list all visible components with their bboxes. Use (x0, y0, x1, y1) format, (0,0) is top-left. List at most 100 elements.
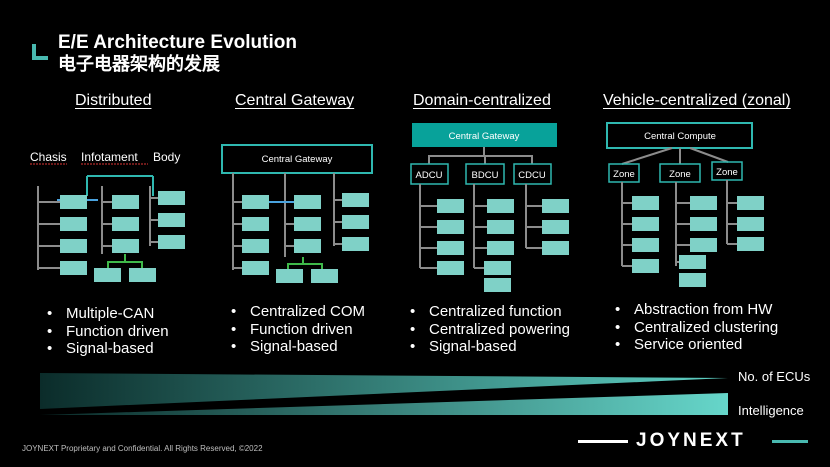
ecu-box (437, 241, 464, 255)
ecu-box (437, 220, 464, 234)
bullet-item: Function driven (228, 321, 365, 339)
joynext-logo: JOYNEXT (636, 430, 746, 451)
ecu-box (679, 273, 706, 287)
ecu-box (112, 239, 139, 253)
column-heading-vehicle-centralized: Vehicle-centralized (zonal) (603, 92, 791, 109)
ecu-box (632, 238, 659, 252)
ecu-box (690, 217, 717, 231)
ecu-box (342, 237, 369, 251)
domain-centralized-diagram: Central Gateway ADCU BDCU CDCU (410, 123, 569, 292)
bus-label-infotament: Infotament (81, 150, 138, 164)
bullet-item: Multiple-CAN (44, 305, 169, 323)
zone-label-2: Zone (669, 169, 691, 180)
sub-bus-line (287, 257, 304, 269)
domain-gateway-label: Central Gateway (449, 131, 520, 142)
domain-gateway-box (412, 123, 557, 147)
ecu-box (294, 195, 321, 209)
cdcu-label: CDCU (518, 170, 546, 181)
ecu-box (484, 278, 511, 292)
ecu-box (437, 261, 464, 275)
ecu-box (342, 193, 369, 207)
bus-label-chasis: Chasis (30, 150, 67, 164)
ecu-box (542, 241, 569, 255)
ecu-box (242, 195, 269, 209)
ecu-box (112, 217, 139, 231)
sub-bus-line (107, 254, 126, 268)
logo-left-rule (578, 440, 628, 443)
ecu-box (542, 199, 569, 213)
bullet-item: Centralized function (407, 303, 570, 321)
column-heading-central-gateway: Central Gateway (235, 92, 355, 109)
ecu-box (112, 195, 139, 209)
sub-bus-line (125, 261, 143, 268)
central-gateway-label: Central Gateway (262, 154, 333, 165)
logo-right-rule (772, 440, 808, 443)
ecu-box (632, 259, 659, 273)
adcu-box (410, 163, 449, 185)
bullet-item: Service oriented (612, 336, 778, 354)
bullet-item: Centralized COM (228, 303, 365, 321)
adcu-label: ADCU (416, 170, 443, 181)
sub-bus-line (303, 263, 323, 269)
ecu-box (690, 196, 717, 210)
bullets-central-gateway: Centralized COM Function driven Signal-b… (228, 303, 365, 356)
zone-label-1: Zone (613, 169, 635, 180)
ecu-box (158, 213, 185, 227)
cdcu-box (513, 163, 552, 185)
bullet-item: Signal-based (44, 340, 169, 358)
ecu-box (242, 217, 269, 231)
ecu-box (294, 239, 321, 253)
copyright-footer: JOYNEXT Proprietary and Confidential. Al… (22, 444, 263, 453)
ecu-box (737, 196, 764, 210)
page-title: E/E Architecture Evolution (58, 32, 297, 53)
bullets-domain-centralized: Centralized function Centralized powerin… (407, 303, 570, 356)
ecu-box (679, 255, 706, 269)
column-heading-domain-centralized: Domain-centralized (413, 92, 551, 109)
ecu-box (242, 261, 269, 275)
intelligence-ramp (40, 393, 728, 415)
ecu-box (632, 196, 659, 210)
bullet-item: Signal-based (228, 338, 365, 356)
title-accent-icon (32, 44, 48, 60)
ecu-count-ramp (40, 373, 728, 409)
ecu-box (737, 217, 764, 231)
ecu-box (60, 217, 87, 231)
bullets-distributed: Multiple-CAN Function driven Signal-base… (44, 305, 169, 358)
ecu-box (487, 241, 514, 255)
central-gateway-box (221, 144, 373, 174)
ecu-box (542, 220, 569, 234)
ecu-box (437, 199, 464, 213)
column-heading-distributed: Distributed (75, 92, 152, 109)
ecu-box (276, 269, 303, 283)
bdcu-box (465, 163, 505, 185)
ecu-box (487, 199, 514, 213)
zone-label-3: Zone (716, 167, 738, 178)
bullet-item: Centralized clustering (612, 319, 778, 337)
page-subtitle: 电子电器架构的发展 (58, 54, 220, 74)
bdcu-label: BDCU (472, 170, 499, 181)
bullet-item: Signal-based (407, 338, 570, 356)
ecu-box (60, 261, 87, 275)
zone-box-1 (608, 163, 640, 183)
domain-link-line (428, 155, 533, 164)
ecu-box (129, 268, 156, 282)
ecu-box (158, 191, 185, 205)
bullets-vehicle-centralized: Abstraction from HW Centralized clusteri… (612, 301, 778, 354)
ecu-box (242, 239, 269, 253)
distributed-diagram: Chasis Infotament Body (30, 150, 185, 282)
ecu-box (342, 215, 369, 229)
bullet-item: Abstraction from HW (612, 301, 778, 319)
ecu-box (487, 220, 514, 234)
zonal-diagram: Central Compute Zone Zone Zone (606, 122, 764, 287)
central-gateway-diagram: Central Gateway (221, 144, 373, 283)
ecu-box (158, 235, 185, 249)
ecu-box (94, 268, 121, 282)
bus-label-body: Body (153, 150, 180, 164)
central-compute-label: Central Compute (644, 131, 716, 142)
bullet-item: Function driven (44, 323, 169, 341)
ecu-box (632, 217, 659, 231)
intelligence-ramp-label: Intelligence (738, 403, 804, 418)
bullet-item: Centralized powering (407, 321, 570, 339)
zone-link-line (689, 147, 729, 163)
ecu-box (60, 239, 87, 253)
